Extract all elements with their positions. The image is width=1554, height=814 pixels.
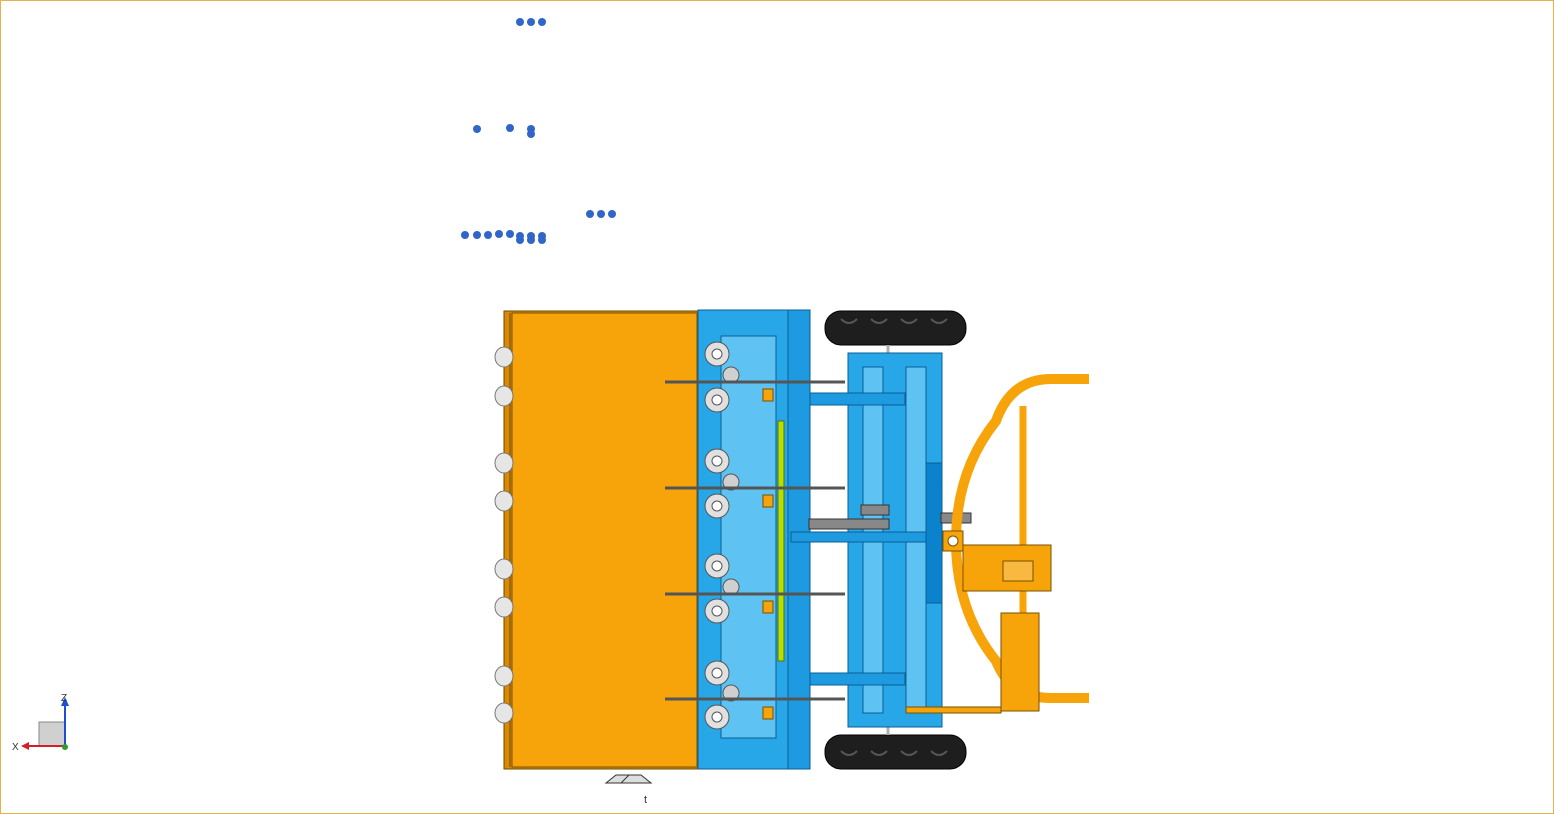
left-rollers [494,346,514,724]
sketch-point-marker[interactable] [495,230,503,238]
orientation-triad[interactable]: Z X [12,693,69,753]
sketch-point-marker[interactable] [597,210,605,218]
ground-wheels[interactable] [824,310,967,770]
triad-cube [38,721,66,747]
bottom-stand: t [604,774,653,806]
sketch-point-marker[interactable] [516,236,524,244]
orange-brackets [762,388,774,720]
accent-bar [777,420,785,662]
hitch-body[interactable] [905,530,1052,714]
sketch-point-marker[interactable] [506,230,514,238]
z-axis-label: Z [61,693,67,704]
x-axis-arrowhead [21,742,29,750]
svg-text:t: t [644,794,647,806]
drive-shaft-beam [790,531,932,543]
sketch-point-marker[interactable] [461,231,469,239]
y-axis-origin [62,744,68,750]
sketch-point-marker[interactable] [516,18,524,26]
sketch-point-marker[interactable] [586,210,594,218]
connecting-rods [665,380,845,701]
sketch-point-marker[interactable] [473,231,481,239]
sketch-point-marker[interactable] [538,236,546,244]
hopper-lid [511,312,698,768]
tire-top [824,310,967,346]
sketch-point-marker[interactable] [473,125,481,133]
rear-frame[interactable] [790,352,943,728]
sketch-point-marker[interactable] [608,210,616,218]
sketch-point-marker[interactable] [527,18,535,26]
metering-units [704,341,740,730]
x-axis-label: X [12,742,19,753]
sketch-point-marker[interactable] [538,18,546,26]
sketch-point-marker[interactable] [527,130,535,138]
tire-bottom [824,734,967,770]
hopper[interactable] [503,310,701,770]
sketch-point-marker[interactable] [506,124,514,132]
z-axis-arrowhead [61,697,69,706]
sketch-point-marker[interactable] [527,236,535,244]
sketch-point-marker[interactable] [484,231,492,239]
